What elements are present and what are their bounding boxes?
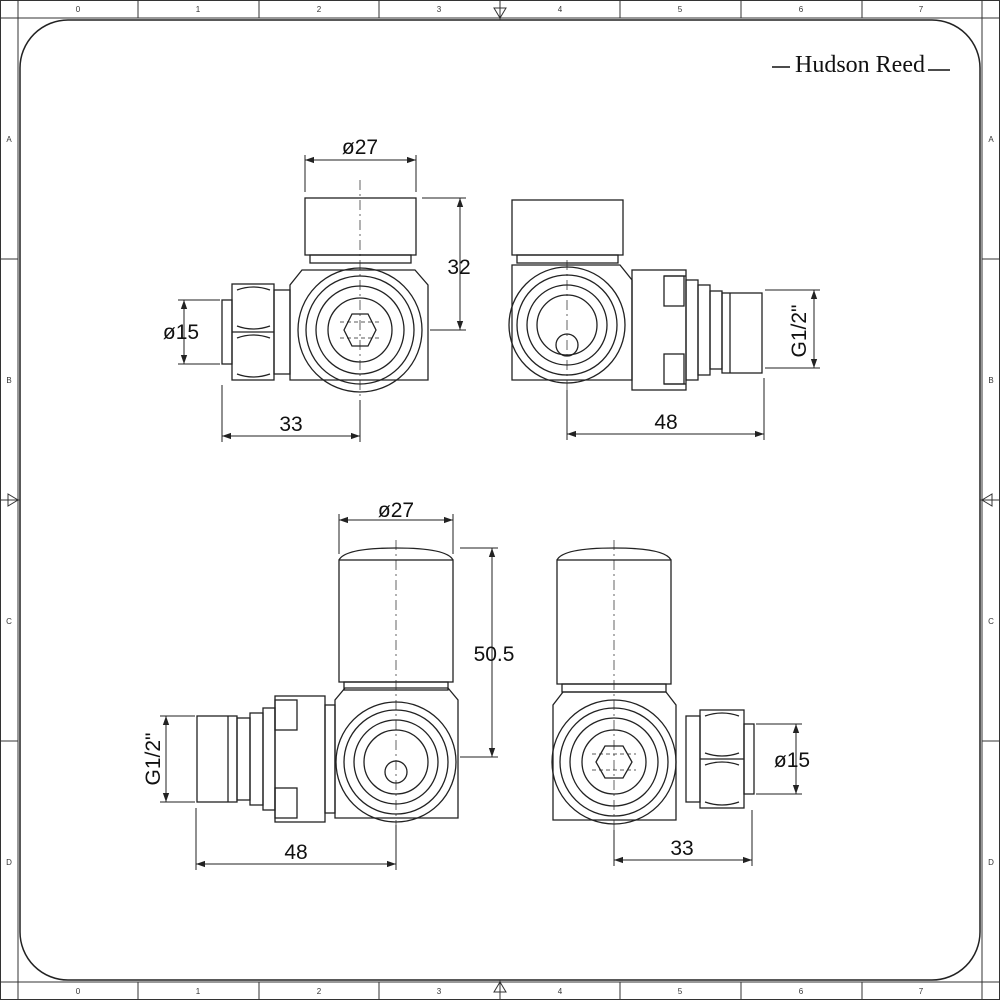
column-label: 6 — [799, 5, 804, 14]
valve-bottom-left — [196, 540, 459, 870]
dim-thread: G1/2" — [142, 733, 165, 786]
valve-bottom-right — [551, 540, 755, 865]
dim-head-diameter: ø27 — [378, 499, 414, 522]
column-label: 0 — [76, 5, 81, 14]
row-dividers — [0, 258, 1000, 742]
dim-height: 50.5 — [474, 643, 515, 666]
dim-pipe-diameter: ø15 — [163, 321, 199, 344]
column-label: 5 — [678, 987, 683, 996]
column-dividers — [137, 0, 863, 1000]
valve-top-right — [508, 199, 763, 435]
row-label: B — [988, 376, 993, 385]
row-label: B — [6, 376, 11, 385]
row-labels: A B C D A B C D — [6, 135, 994, 867]
column-label: 1 — [196, 5, 201, 14]
column-label: 4 — [558, 987, 563, 996]
row-label: A — [6, 135, 12, 144]
column-labels: 0 1 2 3 4 5 6 7 0 1 2 3 4 5 6 7 — [76, 5, 924, 996]
row-label: D — [6, 858, 12, 867]
valve-top-left — [221, 180, 429, 440]
column-label: 7 — [919, 5, 924, 14]
column-label: 2 — [317, 5, 322, 14]
column-label: 5 — [678, 5, 683, 14]
dim-pipe-diameter: ø15 — [774, 749, 810, 772]
column-label: 4 — [558, 5, 563, 14]
dim-head-diameter: ø27 — [342, 136, 378, 159]
dimensions-bottom-right — [613, 723, 802, 866]
row-label: C — [6, 617, 12, 626]
column-label: 3 — [437, 5, 442, 14]
row-label: D — [988, 858, 994, 867]
brand-name: Hudson Reed — [795, 52, 925, 78]
dimensions-top-left — [178, 155, 466, 442]
dimensions-top-right — [566, 289, 820, 440]
column-label: 3 — [437, 987, 442, 996]
dim-length: 48 — [654, 411, 677, 434]
dim-length: 48 — [284, 841, 307, 864]
column-label: 1 — [196, 987, 201, 996]
dim-length: 33 — [279, 413, 302, 436]
column-label: 6 — [799, 987, 804, 996]
dim-height: 32 — [447, 256, 470, 279]
brand-logo: Hudson Reed — [772, 52, 950, 78]
column-label: 0 — [76, 987, 81, 996]
dim-thread: G1/2" — [788, 305, 811, 358]
column-label: 2 — [317, 987, 322, 996]
dim-length: 33 — [670, 837, 693, 860]
row-label: C — [988, 617, 994, 626]
column-label: 7 — [919, 987, 924, 996]
row-label: A — [988, 135, 994, 144]
dimensions-bottom-left — [160, 514, 498, 870]
